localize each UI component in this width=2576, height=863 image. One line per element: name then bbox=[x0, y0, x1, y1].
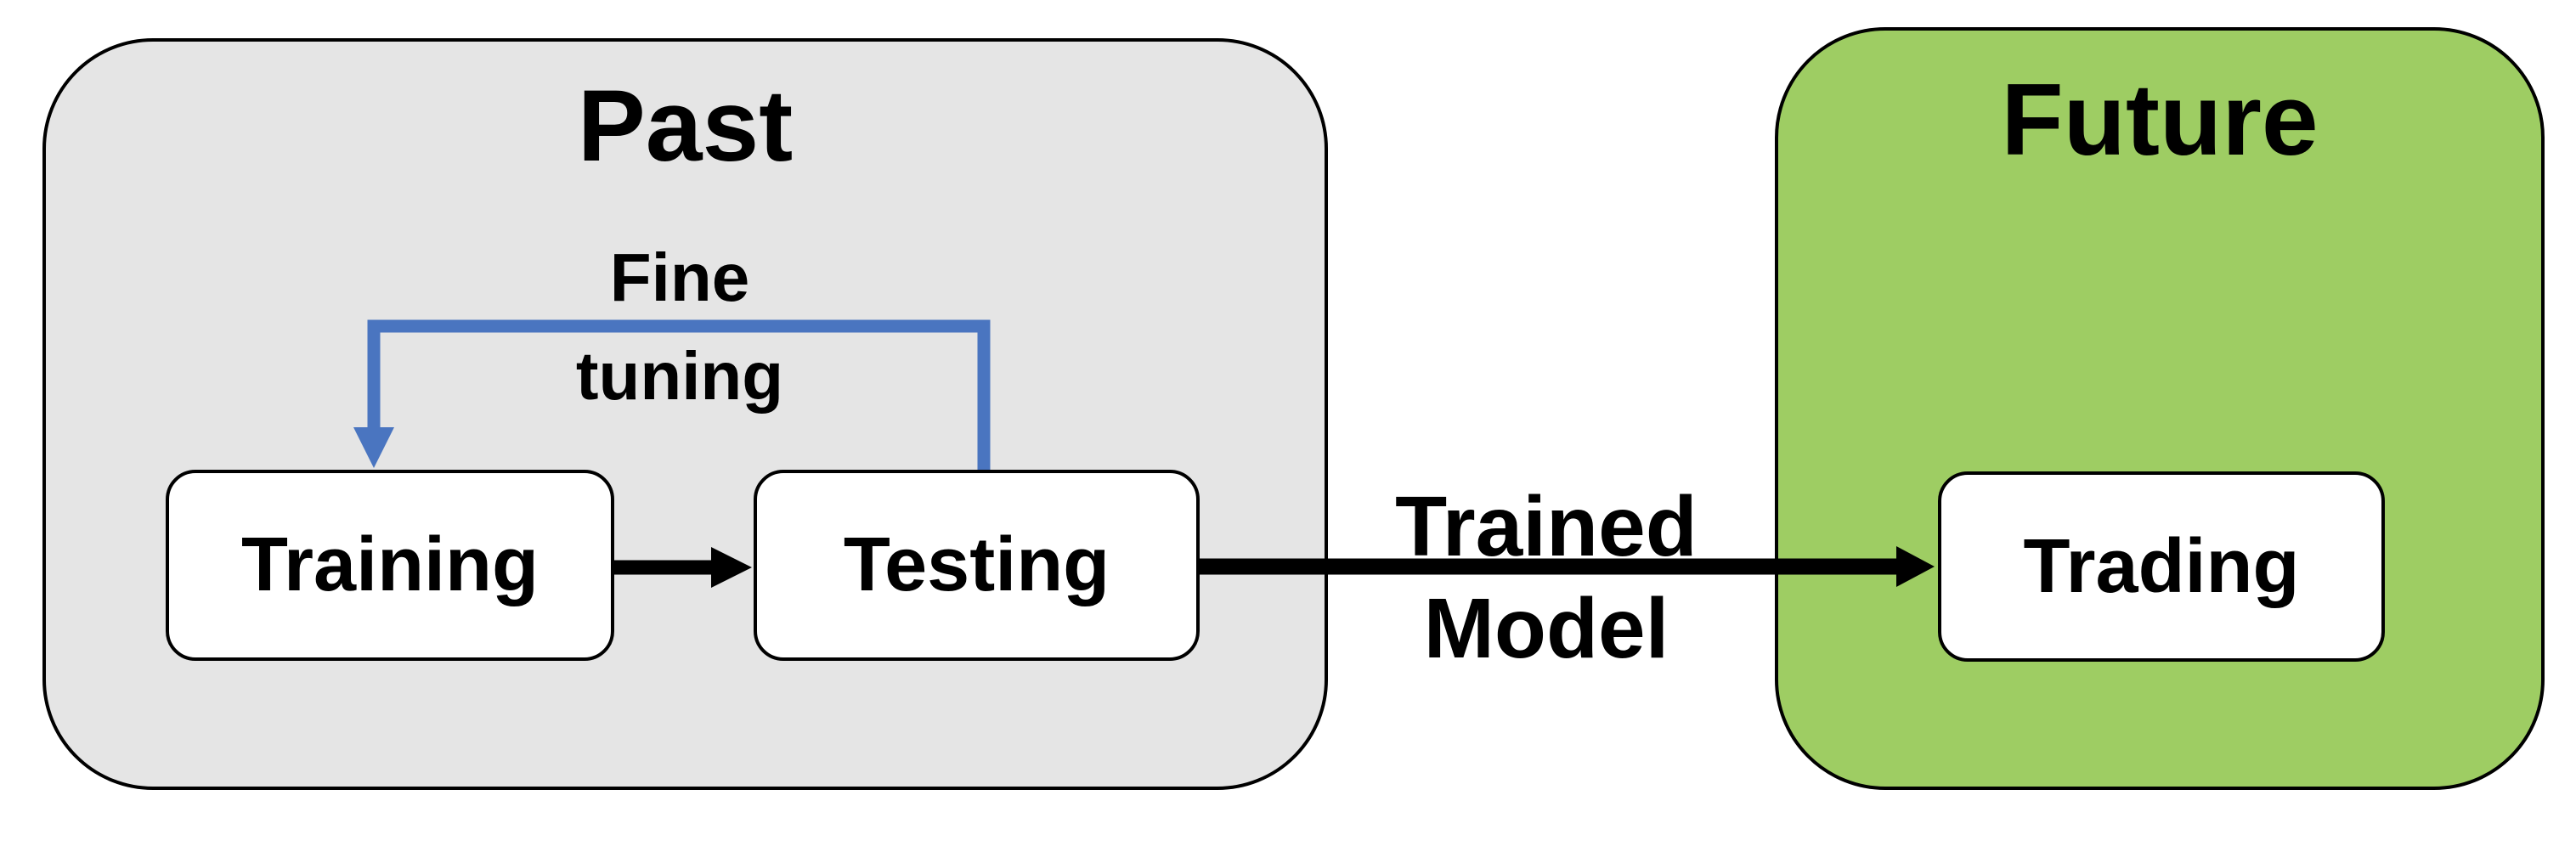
node-trading: Trading bbox=[1938, 471, 2385, 662]
past-region-box bbox=[42, 38, 1328, 790]
flow-arrow-testing-trading bbox=[1200, 546, 1935, 587]
feedback-arrowhead-icon bbox=[353, 427, 394, 468]
feedback-arrow-label-line1: Fine bbox=[609, 240, 750, 315]
node-training: Training bbox=[166, 470, 614, 661]
training-label: Training bbox=[240, 522, 539, 607]
testing-label: Testing bbox=[843, 522, 1110, 607]
flow-arrow-training-testing bbox=[614, 547, 752, 588]
node-testing: Testing bbox=[754, 470, 1200, 661]
flow-arrowhead-icon bbox=[1896, 546, 1935, 587]
future-region-box bbox=[1775, 27, 2545, 790]
past-region-title: Past bbox=[577, 69, 794, 183]
flow-arrowhead-icon bbox=[711, 547, 752, 588]
feedback-arrow-label-line2: tuning bbox=[575, 338, 784, 414]
trading-label: Trading bbox=[2023, 523, 2300, 609]
trained-model-label-line1: Trained bbox=[1395, 479, 1698, 574]
trained-model-label-line2: Model bbox=[1423, 581, 1669, 676]
feedback-arrow bbox=[353, 319, 991, 470]
future-region-title: Future bbox=[2001, 63, 2319, 177]
